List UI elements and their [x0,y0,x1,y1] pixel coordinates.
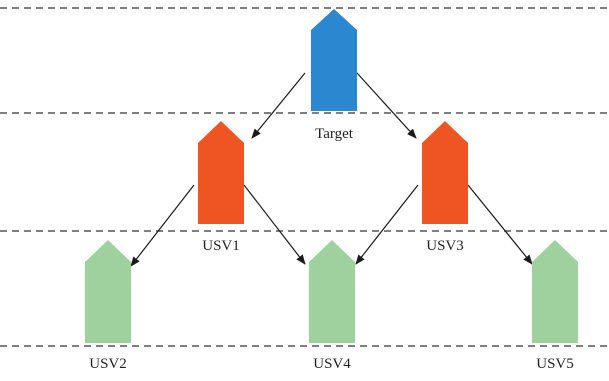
usv3-label: USV3 [426,238,464,254]
arrow-usv3-to-usv4 [355,184,419,265]
node-usv2: USV2 [85,240,131,372]
usv2-roof [85,240,131,262]
usv4-roof [309,240,355,262]
node-usv1: USV1 [198,121,244,254]
usv2-body [85,262,131,343]
usv1-roof [198,121,244,143]
edge-group [130,72,533,267]
arrow-target-to-usv1 [251,72,306,139]
usv4-label: USV4 [313,356,351,372]
arrow-usv3-to-usv5 [467,184,533,265]
usv1-body [198,143,244,224]
arrow-usv1-to-usv4 [243,184,306,265]
target-roof [311,9,357,30]
usv3-roof [422,121,468,143]
usv4-body [309,262,355,343]
arrow-usv1-to-usv2 [130,184,195,267]
usv2-label: USV2 [89,356,127,372]
node-target: Target [311,9,357,142]
usv5-label: USV5 [536,356,574,372]
usv1-label: USV1 [202,238,240,254]
node-usv5: USV5 [532,240,578,372]
arrow-target-to-usv3 [356,72,417,139]
usv5-body [532,262,578,343]
node-usv3: USV3 [422,121,468,254]
usv5-roof [532,240,578,262]
node-usv4: USV4 [309,240,355,372]
target-label: Target [315,126,354,142]
usv3-body [422,143,468,224]
target-body [311,30,357,111]
